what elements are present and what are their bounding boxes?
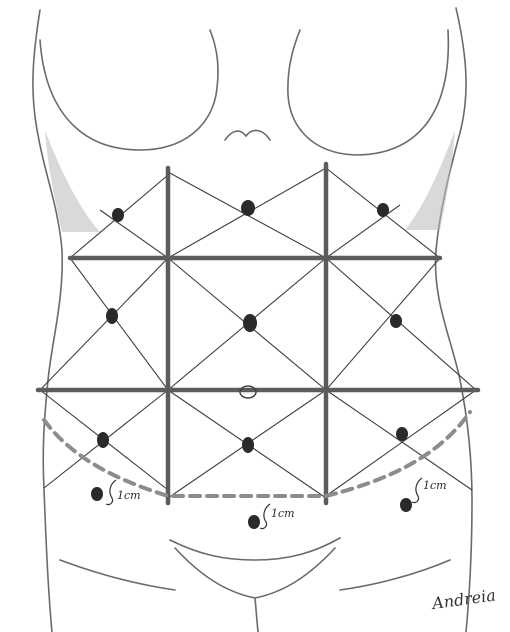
dot-left-hypochondrium (377, 203, 389, 217)
dot-offset-center (248, 515, 260, 529)
dot-hypogastrium (242, 437, 254, 453)
dot-right-hypochondrium (112, 208, 124, 222)
left-breast-shadow (45, 130, 100, 232)
right-breast-shadow (405, 130, 455, 230)
dot-right-iliac (97, 432, 109, 448)
annotation-center: 1cm (260, 504, 295, 529)
dot-left-iliac (396, 427, 408, 441)
dot-offset-right (400, 498, 412, 512)
annotation-right: 1cm (412, 478, 447, 503)
dot-epigastrium (241, 200, 255, 216)
annotation-right-text: 1cm (423, 479, 447, 492)
dashed-incision-line (44, 412, 470, 496)
dot-umbilical (243, 314, 257, 332)
dot-left-flank (390, 314, 402, 328)
annotation-left-text: 1cm (117, 489, 141, 502)
grid-diagonals (40, 168, 476, 498)
dot-offset-left (91, 487, 103, 501)
dot-right-flank (106, 308, 118, 324)
offset-annotations: 1cm 1cm 1cm (106, 478, 447, 529)
puncture-points (91, 200, 412, 529)
annotation-center-text: 1cm (271, 507, 295, 520)
artist-signature: Andreia (429, 585, 497, 613)
